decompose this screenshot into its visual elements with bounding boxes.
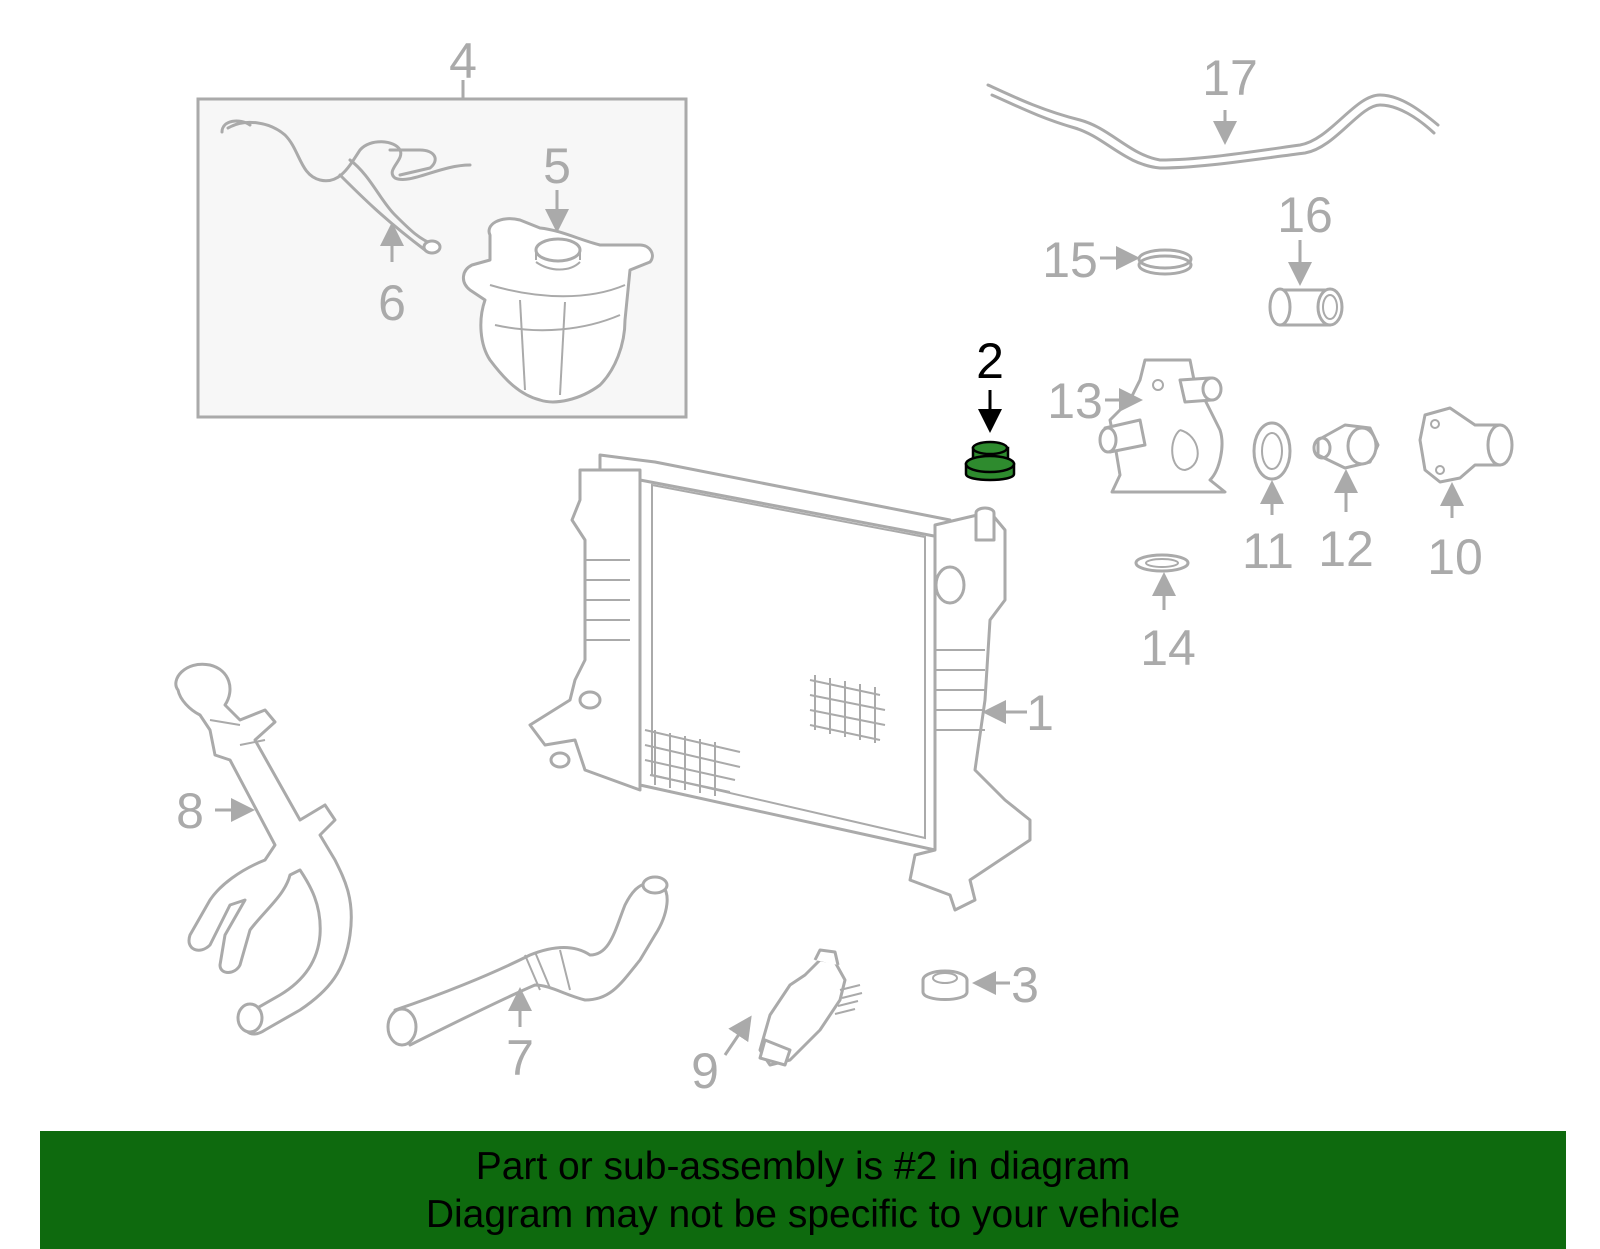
callout-9: 9 <box>691 1043 719 1099</box>
part-17-tube <box>986 83 1440 170</box>
callout-8: 8 <box>176 783 204 839</box>
callout-7: 7 <box>506 1030 534 1086</box>
callout-2: 2 <box>976 333 1004 389</box>
part-14-o-ring <box>1134 553 1190 573</box>
callout-1: 1 <box>1026 685 1054 741</box>
callout-17: 17 <box>1202 50 1258 106</box>
info-banner: Part or sub-assembly is #2 in diagram Di… <box>40 1131 1566 1249</box>
part-1-radiator <box>528 453 1032 912</box>
part-15-ring <box>1137 248 1193 276</box>
part-7-hose <box>386 875 669 1047</box>
part-13-thermostat-housing <box>1098 358 1227 494</box>
part-9-valve <box>758 948 863 1067</box>
callout-12: 12 <box>1318 521 1374 577</box>
banner-line-1: Part or sub-assembly is #2 in diagram <box>475 1145 1131 1188</box>
part-5-reservoir <box>462 217 654 404</box>
part-6-overflow-hose <box>220 119 472 255</box>
part-8-hose-assembly <box>174 662 353 1036</box>
callout-15: 15 <box>1042 232 1098 288</box>
callout-11: 11 <box>1242 523 1294 579</box>
callout-labels: 4 5 6 17 15 16 2 13 11 12 10 14 1 8 3 7 … <box>176 33 1483 1099</box>
part-2-highlighted-cap <box>964 440 1016 482</box>
callout-3: 3 <box>1011 957 1039 1013</box>
leader-lines <box>215 110 1464 1056</box>
callout-14: 14 <box>1140 620 1196 676</box>
callout-5: 5 <box>543 138 571 194</box>
callout-16: 16 <box>1277 187 1333 243</box>
part-12-thermostat <box>1312 423 1380 470</box>
part-16-sleeve <box>1268 287 1344 327</box>
part-10-water-outlet <box>1418 406 1514 484</box>
callout-10: 10 <box>1427 529 1483 585</box>
callout-13: 13 <box>1047 373 1103 429</box>
callout-4: 4 <box>449 33 477 89</box>
banner-line-2: Diagram may not be specific to your vehi… <box>425 1193 1181 1236</box>
callout-6: 6 <box>378 275 406 331</box>
part-3-grommet <box>921 969 969 1001</box>
part-11-gasket <box>1252 421 1292 481</box>
